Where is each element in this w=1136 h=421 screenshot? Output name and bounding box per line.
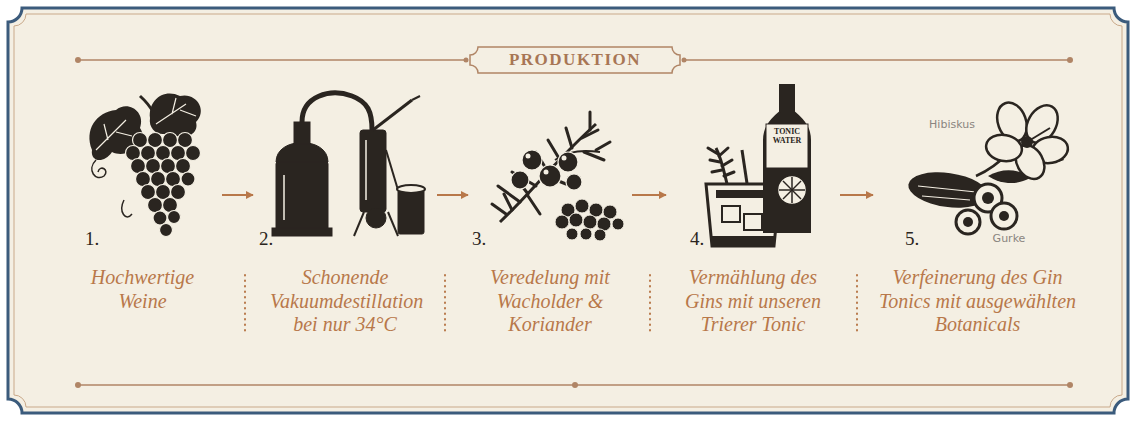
step-number: 1.	[85, 228, 99, 250]
process-step: 3. Veredelung mit Wacholder & Koriander	[470, 88, 630, 373]
diagram-title: PRODUKTION	[470, 47, 680, 73]
step-caption: Verfeinerung des Gin Tonics mit ausgewäh…	[875, 266, 1080, 337]
botanicals-illustration	[906, 98, 1070, 234]
flow-arrow	[437, 194, 468, 196]
step-number: 4.	[690, 228, 704, 250]
juniper-illustration	[492, 112, 624, 241]
card-frame	[8, 8, 1128, 413]
step-number: 2.	[259, 228, 273, 250]
process-step: 2. Schonende Vakuumdestillation bei nur 3…	[255, 88, 435, 373]
ingredient-label: Gurke	[984, 232, 1034, 245]
process-step: 4. Vermählung des Gins mit unseren Triere…	[668, 88, 838, 373]
grape-illustration	[89, 93, 200, 236]
flow-arrow	[840, 194, 873, 196]
step-caption: Vermählung des Gins mit unseren Trierer …	[671, 266, 836, 337]
ingredient-label: Hibiskus	[922, 118, 982, 131]
gin-tonic-illustration	[706, 84, 810, 246]
bottle-label: TONIC WATER	[766, 128, 808, 146]
step-number: 3.	[472, 228, 486, 250]
still-illustration	[272, 93, 425, 236]
flow-arrow	[222, 194, 253, 196]
process-step: 5. Verfeinerung des Gin Tonics mit ausgew…	[875, 88, 1080, 373]
step-caption: Veredelung mit Wacholder & Koriander	[480, 266, 620, 337]
title-ornament	[80, 47, 1068, 385]
step-number: 5.	[905, 228, 919, 250]
flow-arrow	[632, 194, 666, 196]
line-dots	[75, 57, 1073, 388]
step-caption: Schonende Vakuumdestillation bei nur 34°…	[270, 266, 420, 337]
inner-frame	[14, 14, 1122, 407]
process-step: 1. Hochwertige Weine	[65, 88, 220, 373]
step-caption: Hochwertige Weine	[83, 266, 203, 313]
